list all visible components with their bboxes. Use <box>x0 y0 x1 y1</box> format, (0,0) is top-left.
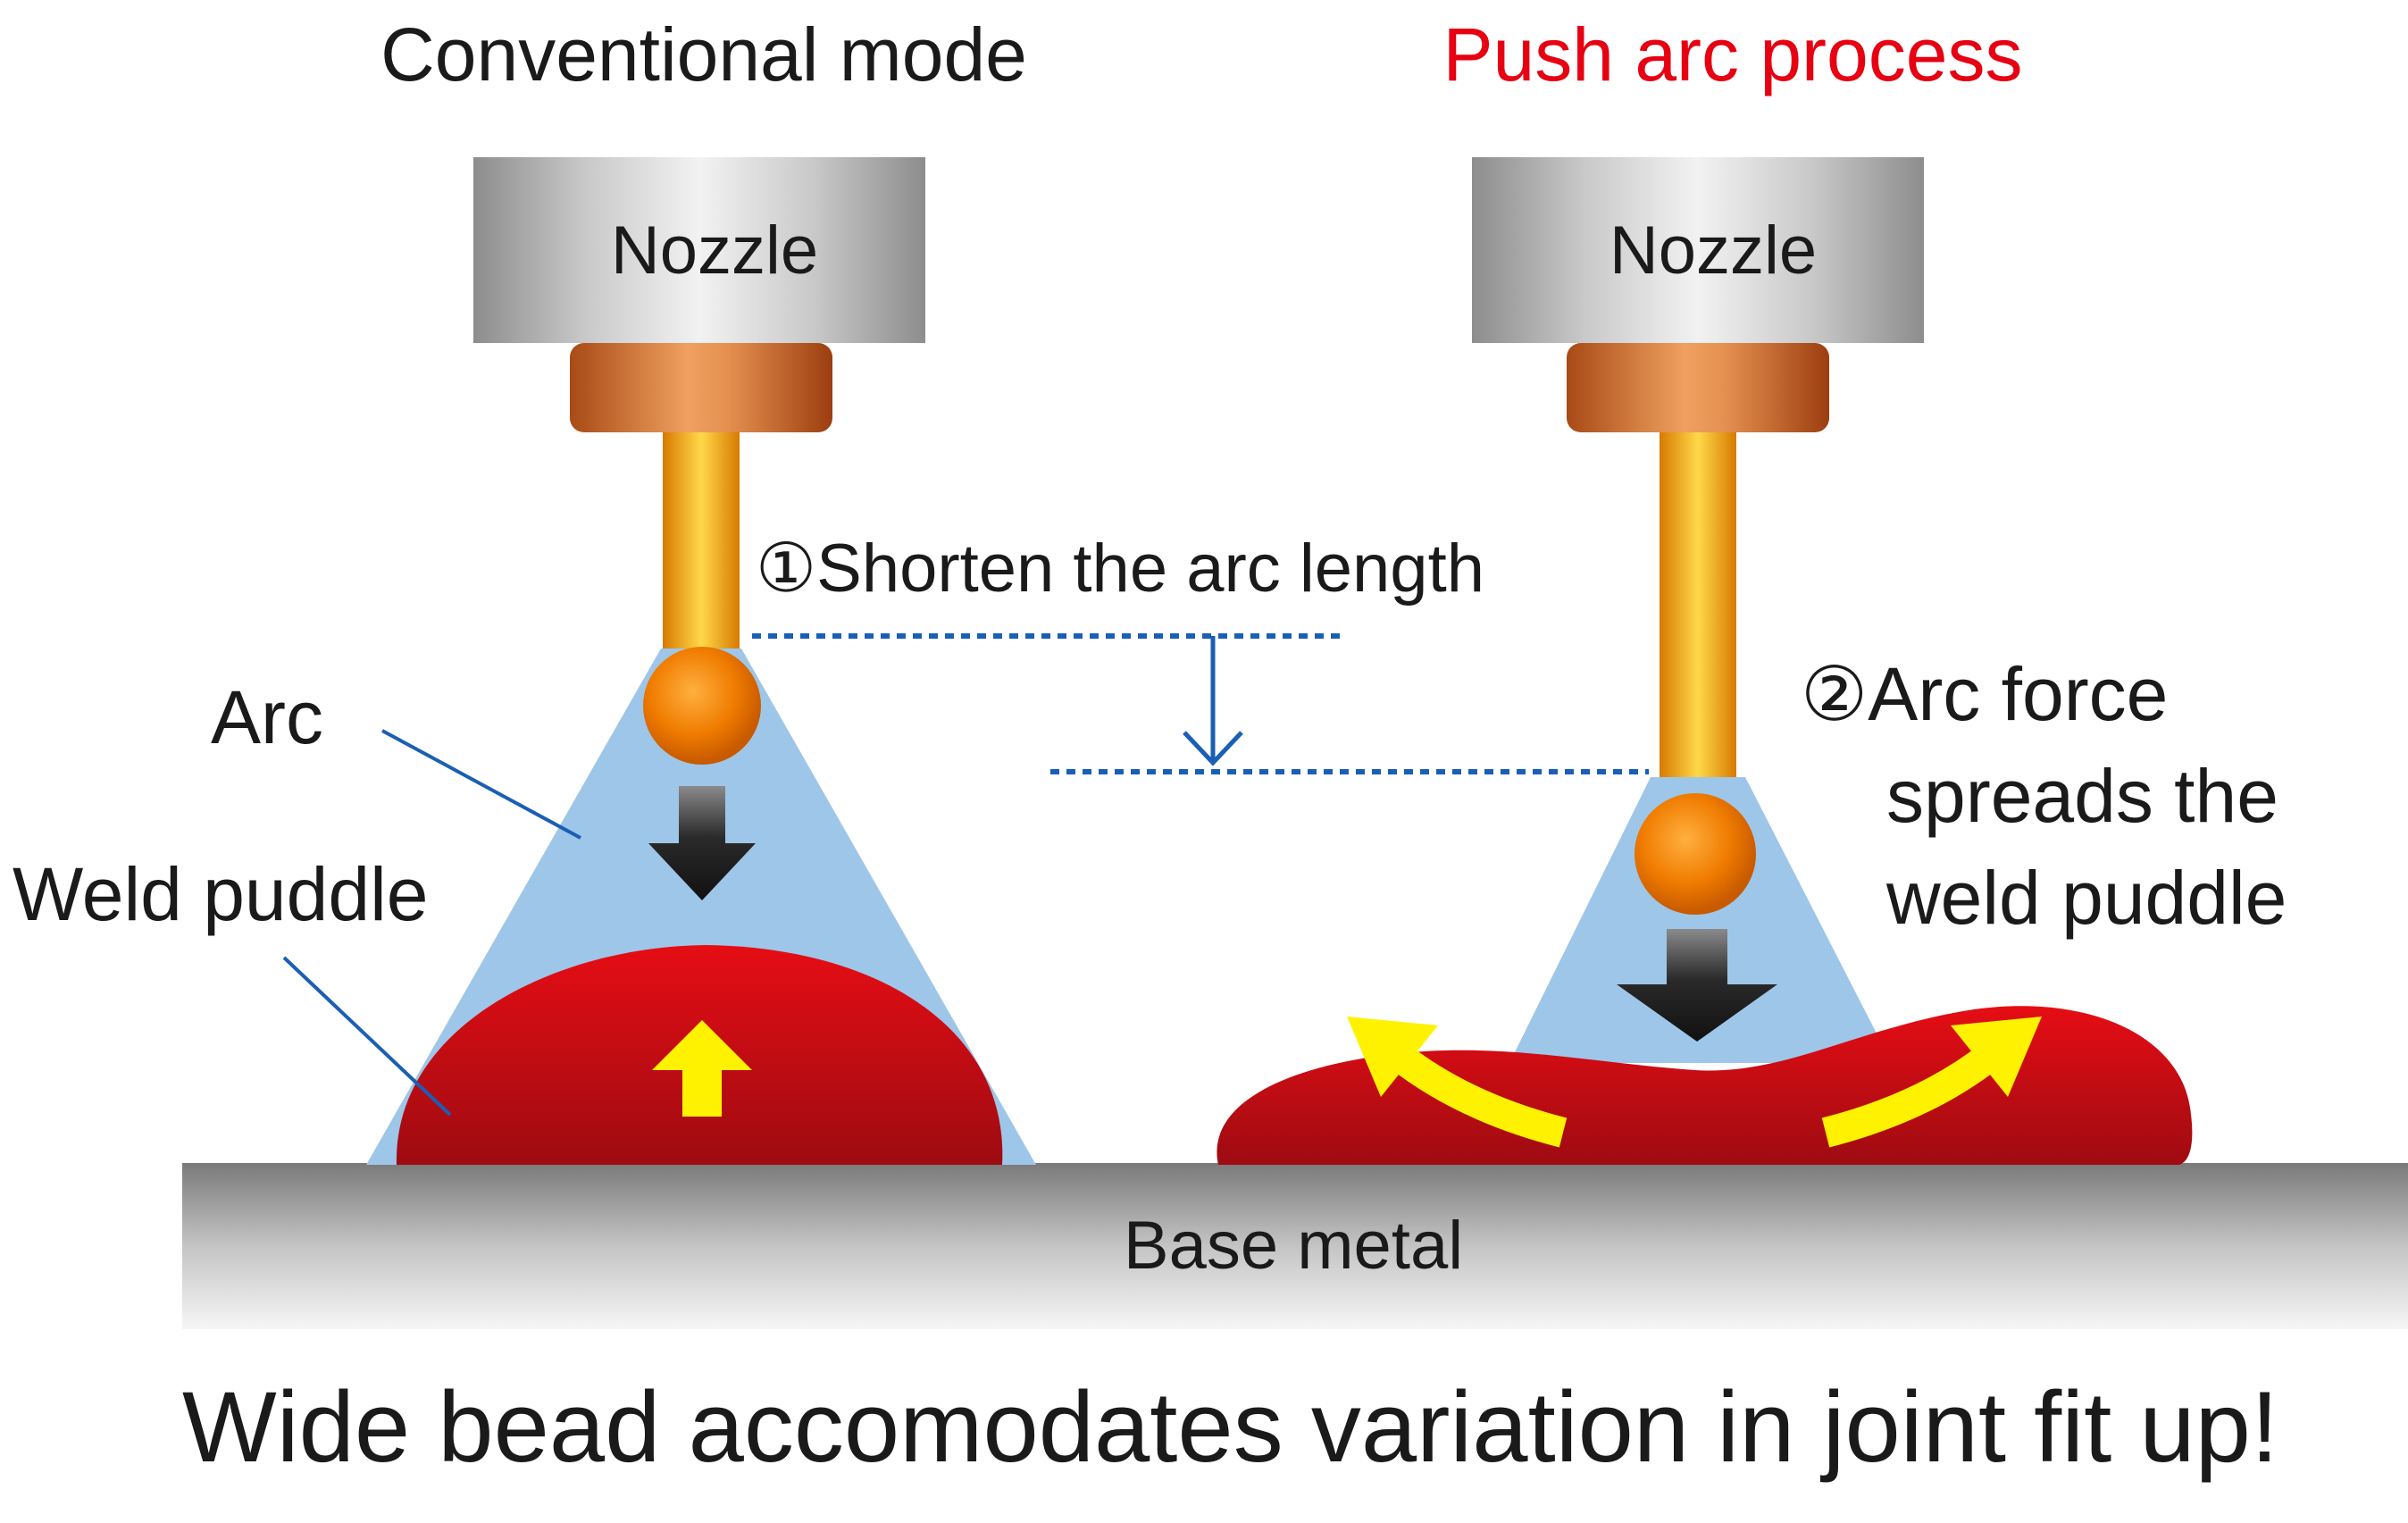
conventional-torch: Nozzle <box>473 157 925 656</box>
nozzle-left-label: Nozzle <box>611 213 818 289</box>
arc-force-label-line3: weld puddle <box>1885 856 2287 940</box>
shorten-arrow <box>1183 636 1243 766</box>
arc-force-arrow-right <box>1617 929 1777 1042</box>
title-push-arc-process: Push arc process <box>1443 13 2023 96</box>
contact-tip-right <box>1567 343 1829 432</box>
arc-force-arrow-left <box>648 786 756 900</box>
push-arc-torch: Nozzle <box>1472 157 1924 790</box>
wire-left <box>663 432 740 656</box>
arc-leader-line <box>381 729 581 840</box>
spread-arrow-right <box>1821 1017 2042 1148</box>
arc-cone-right <box>1509 777 1892 1063</box>
base-metal-label: Base metal <box>1124 1208 1463 1284</box>
weld-puddle-right <box>1217 1006 2193 1165</box>
arc-force-label-line2: spreads the <box>1886 754 2278 838</box>
puddle-rise-arrow <box>652 1020 752 1117</box>
weld-puddle-leader-line <box>282 956 452 1117</box>
arc-label: Arc <box>211 675 323 759</box>
caption: Wide bead accomodates variation in joint… <box>182 1371 2278 1483</box>
nozzle-right <box>1472 157 1924 343</box>
spread-arrow-left <box>1347 1017 1568 1148</box>
wire-right <box>1660 432 1736 790</box>
arc-force-label-line1: ②Arc force <box>1801 652 2168 736</box>
droplet-left <box>643 647 761 765</box>
droplet-right <box>1635 793 1756 915</box>
shorten-arc-length-label: ①Shorten the arc length <box>756 531 1484 607</box>
title-conventional-mode: Conventional mode <box>380 13 1027 96</box>
nozzle-right-label: Nozzle <box>1610 213 1817 289</box>
contact-tip-left <box>570 343 832 432</box>
nozzle-left <box>473 157 925 343</box>
weld-puddle-label: Weld puddle <box>13 852 428 936</box>
base-metal-plate <box>182 1163 2408 1329</box>
